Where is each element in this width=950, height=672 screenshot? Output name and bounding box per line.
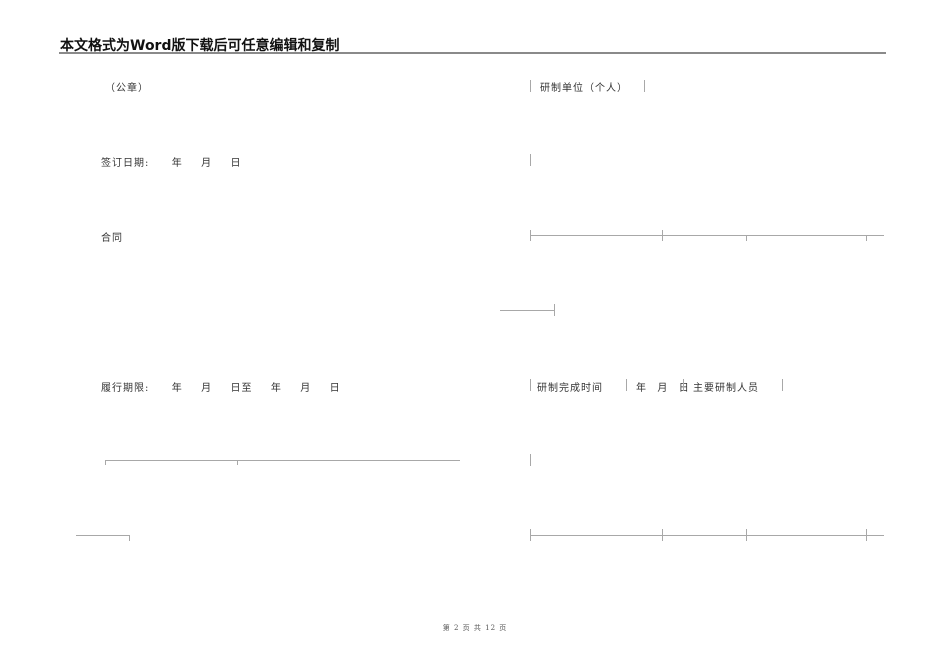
table-border-tick <box>530 379 531 391</box>
document-header-title: 本文格式为Word版下载后可任意编辑和复制 <box>60 38 340 54</box>
table-border-tick <box>626 379 627 391</box>
period-end-year: 年 <box>270 383 282 394</box>
table-border-line <box>530 235 884 236</box>
period-start-year: 年 <box>171 383 183 394</box>
period-end-day: 日 <box>329 383 341 394</box>
sign-date-label: 签订日期: <box>101 158 150 169</box>
main-developers-label: 主要研制人员 <box>693 383 759 394</box>
page-middle: 页 共 <box>462 624 482 632</box>
table-border-line <box>105 460 460 461</box>
table-border-tick <box>644 80 645 92</box>
dev-unit-label: 研制单位（个人） <box>540 83 628 94</box>
table-border-tick <box>683 379 684 391</box>
period-start-month: 月 <box>201 383 213 394</box>
performance-period-label: 履行期限: <box>101 383 150 394</box>
table-border-line <box>76 535 130 536</box>
table-border-tick <box>530 529 531 541</box>
sign-date-row: 签订日期: 年 月 日 <box>101 154 242 169</box>
table-border-tick <box>237 460 238 465</box>
table-border-tick <box>554 304 555 316</box>
table-border-line <box>500 310 554 311</box>
table-border-tick <box>105 460 106 465</box>
page-suffix: 页 <box>499 624 508 632</box>
performance-period-row: 履行期限: 年 月 日至 年 月 日 <box>101 379 341 394</box>
completion-month: 月 <box>657 383 669 394</box>
completion-time-label: 研制完成时间 <box>537 383 603 394</box>
table-border-tick <box>746 529 747 541</box>
table-border-tick <box>782 379 783 391</box>
completion-date-row: 年 月 日 <box>636 379 690 394</box>
header-divider <box>59 52 886 54</box>
table-border-tick <box>530 154 531 166</box>
table-border-tick <box>530 80 531 92</box>
table-border-tick <box>866 235 867 241</box>
table-border-line <box>530 535 884 536</box>
period-end-month: 月 <box>300 383 312 394</box>
seal-label: （公章） <box>105 83 149 94</box>
total-pages: 12 <box>485 624 497 632</box>
table-border-tick <box>530 230 531 241</box>
completion-day: 日 <box>678 383 690 394</box>
table-border-tick <box>530 454 531 466</box>
table-border-tick <box>746 235 747 241</box>
sign-date-month: 月 <box>201 158 213 169</box>
table-border-tick <box>662 529 663 541</box>
table-border-tick <box>129 535 130 541</box>
table-border-tick <box>662 230 663 241</box>
contract-label: 合同 <box>101 233 123 244</box>
table-border-tick <box>866 529 867 541</box>
sign-date-year: 年 <box>171 158 183 169</box>
period-start-day-to: 日至 <box>230 383 253 394</box>
completion-year: 年 <box>636 383 647 394</box>
page-prefix: 第 <box>442 624 451 632</box>
page-number: 2 <box>453 624 460 632</box>
sign-date-day: 日 <box>230 158 242 169</box>
page-footer: 第 2 页 共 12 页 <box>0 623 950 633</box>
